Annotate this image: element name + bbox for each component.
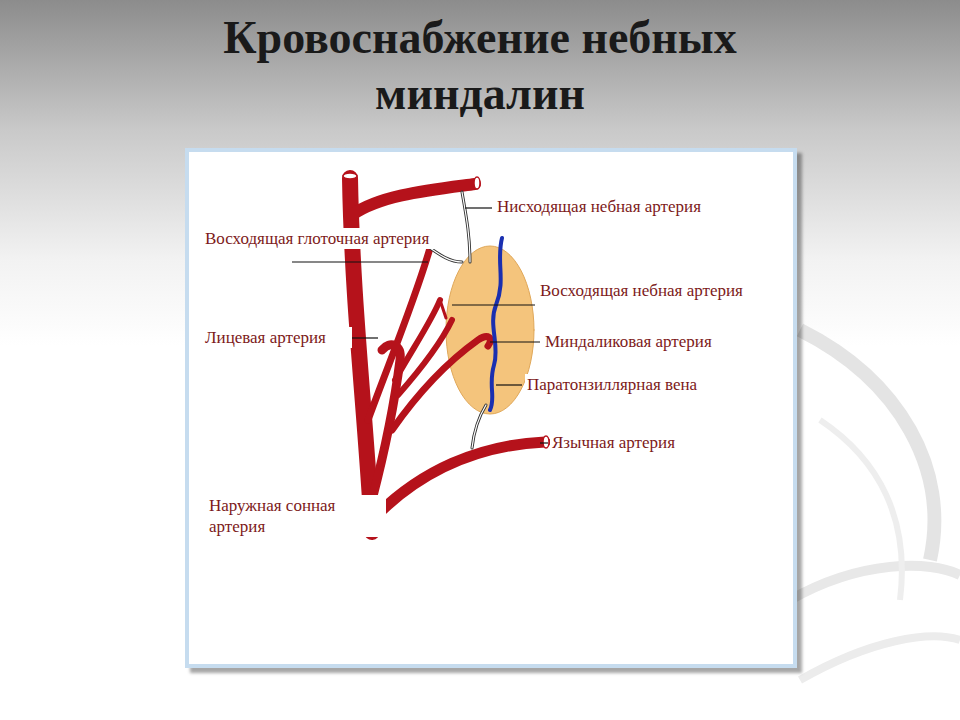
- leader-line: [292, 261, 428, 262]
- leader-line: [496, 384, 522, 385]
- anatomy-label: Язычная артерия: [550, 432, 754, 453]
- swoosh: [800, 330, 934, 560]
- leader-line: [452, 304, 535, 305]
- tonsillar-artery: [392, 337, 490, 430]
- anatomy-label: Нисходящая небная артерия: [495, 196, 779, 217]
- swoosh: [790, 566, 960, 600]
- swoosh: [820, 420, 902, 600]
- descending-palatine-artery: [462, 192, 470, 262]
- slide-title: Кровоснабжение небных миндалин: [160, 10, 800, 122]
- maxillary-artery: [352, 184, 475, 215]
- leader-line: [465, 207, 492, 208]
- leader-line: [540, 442, 548, 443]
- leader-line: [490, 341, 540, 342]
- paratonsillar-vein: [490, 238, 502, 410]
- lingual-artery: [372, 442, 545, 520]
- anatomy-label: Наружная сонная артерия: [207, 495, 386, 537]
- leader-lines: [292, 208, 548, 530]
- anatomy-label: Паратонзиллярная вена: [525, 374, 769, 395]
- swoosh: [800, 636, 960, 680]
- anatomy-label: Восходящая глоточная артерия: [203, 228, 439, 249]
- anatomy-label: Восходящая небная артерия: [538, 280, 752, 301]
- anatomy-label: Миндаликовая артерия: [543, 331, 782, 352]
- anatomy-label: Лицевая артерия: [203, 327, 352, 348]
